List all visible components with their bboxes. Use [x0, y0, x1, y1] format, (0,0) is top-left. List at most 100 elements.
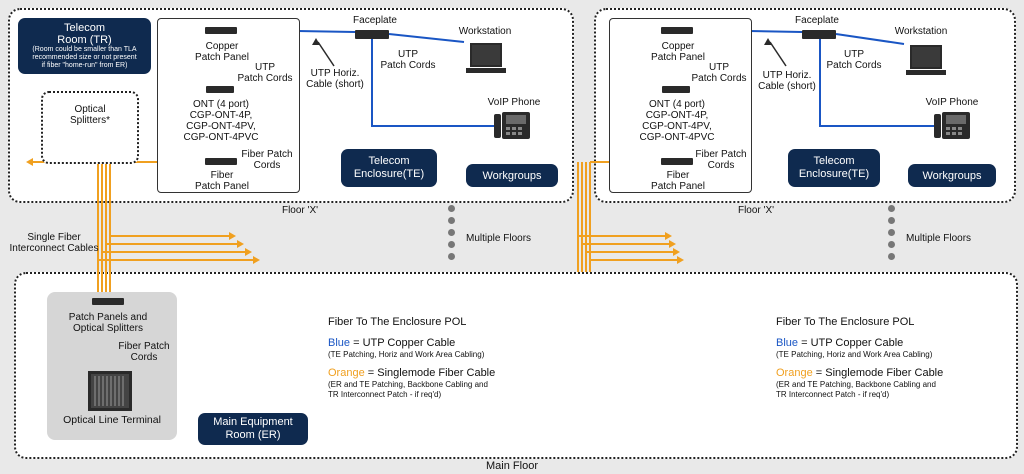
floor-x-label-right: Floor 'X' — [737, 205, 775, 216]
legend-blue-sub-right: (TE Patching, Horiz and Work Area Cablin… — [776, 350, 933, 359]
workgroups-label: Workgroups — [466, 164, 558, 187]
copper-patch-panel-label-right: Copper Patch Panel — [651, 41, 705, 63]
fiber-patch-cords-label-right: Fiber Patch Cords — [695, 149, 747, 171]
legend-blue-rest: = UTP Copper Cable — [350, 337, 456, 349]
faceplate-device-right — [802, 30, 836, 39]
utp-patch-cords-label-1: UTP Patch Cords — [237, 62, 293, 84]
floor-x-label-left: Floor 'X' — [281, 205, 319, 216]
utp-horiz-pointer-head-right — [764, 38, 772, 45]
optical-splitters-box — [41, 91, 139, 164]
legend-blue-sub: (TE Patching, Horiz and Work Area Cablin… — [328, 350, 485, 359]
fiber-patch-cords-label: Fiber Patch Cords — [241, 149, 293, 171]
ont-label: ONT (4 port) CGP-ONT-4P, CGP-ONT-4PV, CG… — [183, 99, 259, 143]
telecom-room-box: Telecom Room (TR) (Room could be smaller… — [18, 18, 151, 74]
tr-note-1: (Room could be smaller than TLA — [32, 46, 137, 53]
ont-label-right: ONT (4 port) CGP-ONT-4P, CGP-ONT-4PV, CG… — [639, 99, 715, 143]
legend-orange-sub-2: TR Interconnect Patch - if req'd) — [328, 390, 442, 399]
utp-phone-line — [371, 39, 494, 127]
er-equipment-area — [47, 292, 177, 440]
legend-title: Fiber To The Enclosure POL — [328, 316, 467, 328]
fiber-patch-panel-device — [205, 158, 237, 165]
floor-feed-arrow-1 — [237, 240, 244, 248]
floor-feed-arrow-0 — [229, 232, 236, 240]
workstation-label-right: Workstation — [894, 26, 948, 37]
utp-horiz-pointer-head — [312, 38, 320, 45]
legend-orange-sub-2-right: TR Interconnect Patch - if req'd) — [776, 390, 890, 399]
floor-feed-arrow-right-3 — [677, 256, 684, 264]
er-fiber-patch-cords-label: Fiber Patch Cords — [118, 341, 170, 363]
floor-feed-arrow-right-1 — [669, 240, 676, 248]
vertical-dots-left — [447, 205, 457, 265]
legend-left: Fiber To The Enclosure POL Blue = UTP Co… — [328, 316, 495, 400]
laptop-icon — [466, 43, 506, 73]
utp-horiz-cable-label-right: UTP Horiz. Cable (short) — [758, 70, 816, 92]
floor-feed-arrow-2 — [245, 248, 252, 256]
laptop-icon-right — [906, 45, 946, 75]
phone-icon-right — [934, 112, 970, 139]
fiber-patch-panel-label-right: Fiber Patch Panel — [651, 170, 705, 192]
utp-work-area-line — [388, 33, 465, 43]
olt-label: Optical Line Terminal — [63, 414, 161, 426]
fiber-patch-panel-device-right — [661, 158, 693, 165]
workgroups-label-right: Workgroups — [908, 164, 996, 187]
utp-patch-cords-label-2: UTP Patch Cords — [380, 49, 436, 71]
floor-feed-arrow-right-2 — [673, 248, 680, 256]
legend-title-right: Fiber To The Enclosure POL — [776, 316, 915, 328]
voip-phone-label: VoIP Phone — [487, 97, 541, 108]
utp-phone-line-right — [819, 39, 934, 127]
utp-horiz-pointer — [317, 41, 335, 67]
legend-blue-rest-right: = UTP Copper Cable — [798, 337, 904, 349]
legend-orange-line-right: Orange = Singlemode Fiber Cable — [776, 367, 943, 380]
legend-orange-line: Orange = Singlemode Fiber Cable — [328, 367, 495, 380]
utp-patch-cords-label-right-1: UTP Patch Cords — [691, 62, 747, 84]
main-equipment-room-label: Main Equipment Room (ER) — [198, 413, 308, 445]
floor-feed-arrow-right-0 — [665, 232, 672, 240]
workstation-label: Workstation — [458, 26, 512, 37]
phone-icon — [494, 112, 530, 139]
legend-orange-word: Orange — [328, 367, 365, 379]
tr-note-2: recommended size or not present — [32, 54, 137, 61]
legend-orange-rest: = Singlemode Fiber Cable — [364, 367, 496, 379]
er-patch-panels-label: Patch Panels and Optical Splitters — [68, 312, 148, 334]
tr-note-3: if fiber "home-run" from ER) — [41, 62, 128, 69]
faceplate-label-right: Faceplate — [795, 15, 839, 26]
copper-patch-panel-device — [205, 27, 237, 34]
ont-device — [206, 86, 234, 93]
multiple-floors-label-right: Multiple Floors — [906, 233, 972, 244]
multiple-floors-label-left: Multiple Floors — [466, 233, 532, 244]
legend-orange-sub-1-right: (ER and TE Patching, Backbone Cabling an… — [776, 380, 936, 389]
er-patch-panel-device — [92, 298, 124, 305]
legend-blue-line: Blue = UTP Copper Cable — [328, 337, 495, 350]
floor-feed-arrow-3 — [253, 256, 260, 264]
legend-right: Fiber To The Enclosure POL Blue = UTP Co… — [776, 316, 943, 400]
voip-phone-label-right: VoIP Phone — [925, 97, 979, 108]
tr-title-2: Room (TR) — [57, 34, 112, 46]
utp-horiz-cable-label: UTP Horiz. Cable (short) — [306, 68, 364, 90]
vertical-dots-right — [887, 205, 897, 265]
faceplate-device — [355, 30, 389, 39]
fiber-tr-arrow — [26, 158, 33, 166]
legend-blue-word-right: Blue — [776, 337, 799, 349]
legend-orange-rest-right: = Singlemode Fiber Cable — [812, 367, 944, 379]
legend-blue-line-right: Blue = UTP Copper Cable — [776, 337, 943, 350]
main-floor — [14, 272, 1018, 459]
telecom-enclosure-box-right — [609, 18, 752, 193]
main-floor-label: Main Floor — [486, 460, 538, 472]
legend-orange-sub-1: (ER and TE Patching, Backbone Cabling an… — [328, 380, 488, 389]
fiber-patch-panel-label: Fiber Patch Panel — [195, 170, 249, 192]
copper-patch-panel-label: Copper Patch Panel — [195, 41, 249, 63]
tr-title-1: Telecom — [64, 22, 105, 34]
optical-splitters-label: Optical Splitters* — [69, 104, 110, 126]
telecom-enclosure-te-label: Telecom Enclosure(TE) — [341, 149, 437, 187]
telecom-enclosure-te-label-right: Telecom Enclosure(TE) — [788, 149, 880, 187]
legend-blue-word: Blue — [328, 337, 351, 349]
olt-chassis-icon — [88, 371, 132, 411]
single-fiber-label: Single Fiber Interconnect Cables — [9, 232, 99, 254]
faceplate-label: Faceplate — [353, 15, 397, 26]
utp-work-area-line-right — [835, 33, 905, 45]
utp-patch-cords-label-right-2: UTP Patch Cords — [826, 49, 882, 71]
copper-patch-panel-device-right — [661, 27, 693, 34]
utp-horiz-pointer-right — [769, 41, 787, 67]
legend-orange-word-right: Orange — [776, 367, 813, 379]
ont-device-right — [662, 86, 690, 93]
